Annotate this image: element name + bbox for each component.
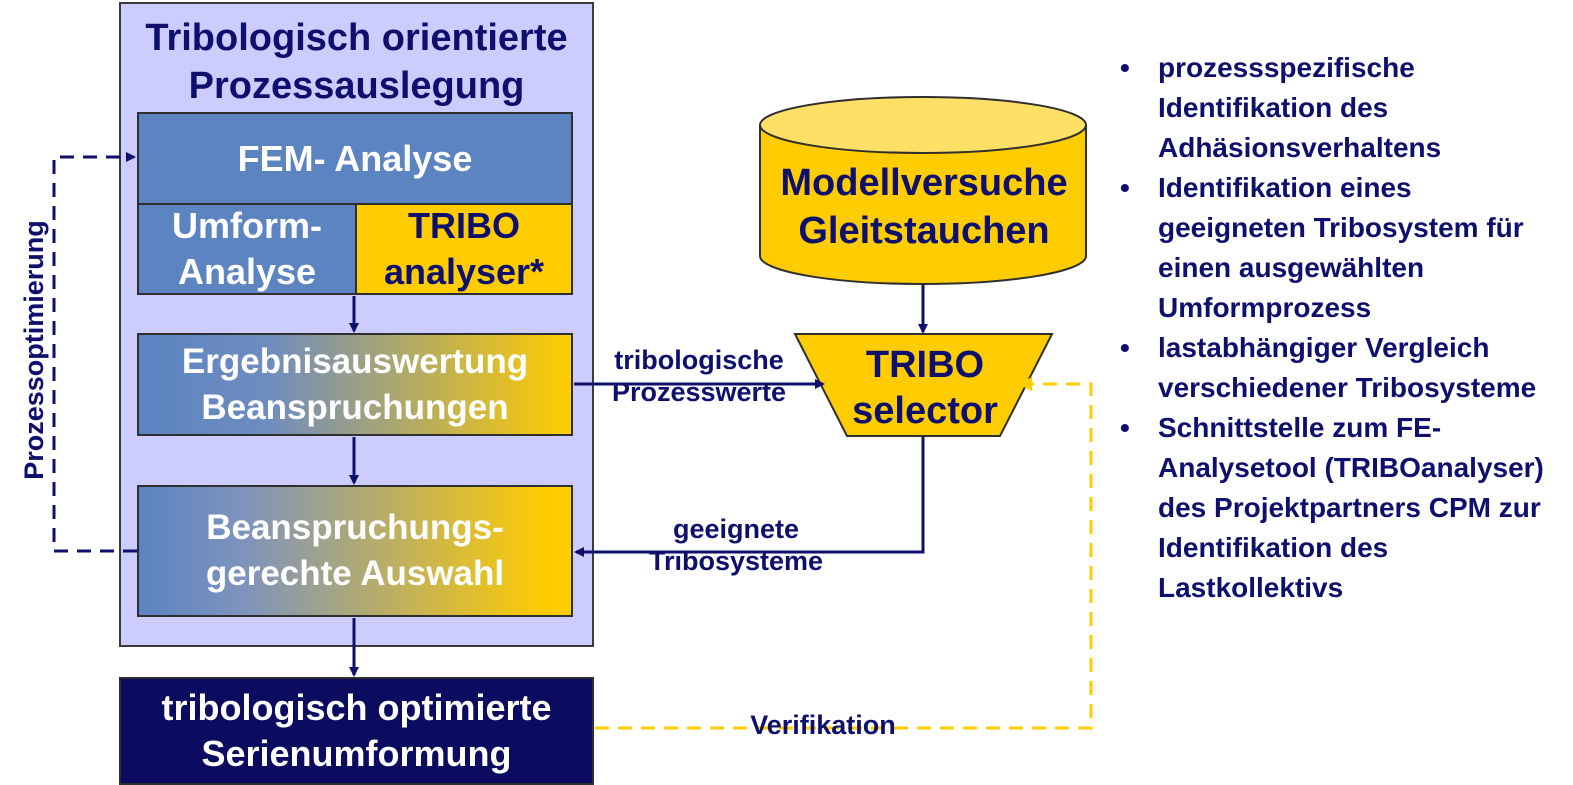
model-tests-cylinder [759,96,1087,285]
feature-list: • prozessspezifische Identifikation des A… [1120,48,1560,608]
arrow-verification [595,377,1093,730]
list-item-text: lastabhängiger Vergleich verschiedener T… [1158,332,1537,403]
list-item: • prozessspezifische Identifikation des A… [1120,48,1560,168]
list-item: • Schnittstelle zum FE-Analysetool (TRIBO… [1120,408,1560,608]
series-forming-box: tribologisch optimierte Serienumformung [119,677,594,785]
result-evaluation-box: Ergebnisauswertung Beanspruchungen [137,333,573,436]
fem-analysis-box: FEM- Analyse [137,112,573,205]
tribo-selector-label: TRIBO selector [852,344,998,432]
list-item-text: Identifikation eines geeigneten Tribosys… [1158,172,1524,323]
tribo-analyser-box: TRIBO analyser* [355,203,573,295]
list-item: • Identifikation eines geeigneten Tribosy… [1120,168,1560,328]
tribo-selector-shape [793,333,1054,437]
list-item: • lastabhängiger Vergleich verschiedener … [1120,328,1560,408]
model-tests-label: Modellversuche Gleitstauchen [780,162,1068,252]
selection-box: Beanspruchungs- gerechte Auswahl [137,485,573,617]
list-item-text: Schnittstelle zum FE-Analysetool (TRIBOa… [1158,412,1544,603]
bullet-icon: • [1120,172,1130,203]
list-item-text: prozessspezifische Identifikation des Ad… [1158,52,1442,163]
bullet-icon: • [1120,52,1130,83]
bullet-icon: • [1120,412,1130,443]
verification-label: Verifikation [750,710,896,740]
suitable-tribosystems-label: geeignete Tribosysteme [648,514,824,576]
process-values-label: tribologische Prozesswerte [611,345,787,407]
forming-analysis-box: Umform- Analyse [137,203,357,295]
bullet-icon: • [1120,332,1130,363]
arrow-process-optimisation [52,152,137,553]
process-optimisation-label: Prozessoptimierung [18,220,49,480]
process-design-title: Tribologisch orientierte Prozessauslegun… [145,17,568,107]
arrow-suitable-tribosystems [574,437,925,557]
